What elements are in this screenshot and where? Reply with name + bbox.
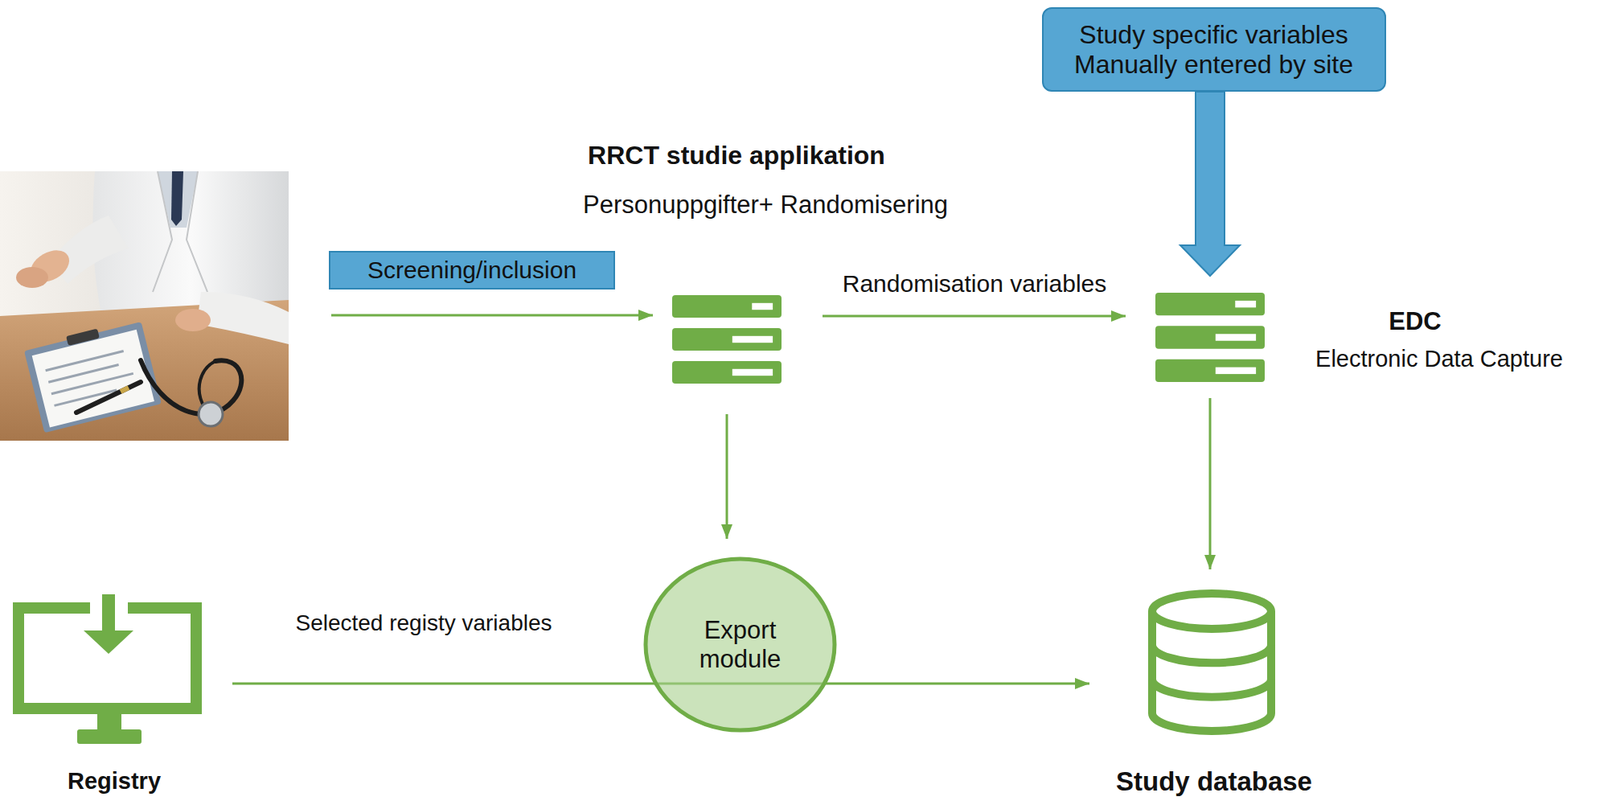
server-bar [672, 328, 782, 351]
server-bar [672, 361, 782, 384]
clipboard-paper [32, 329, 155, 428]
clipboard-clip [65, 328, 100, 346]
server-light [732, 336, 773, 343]
system-title: RRCT studie applikation [587, 140, 886, 171]
step-box: Screening/inclusion [328, 250, 616, 290]
stethoscope-tube [140, 360, 242, 415]
server-icon: RRCT studie applikationPersonuppgifter+ … [672, 295, 782, 384]
system-subtitle: Personuppgifter+ Randomisering [582, 190, 948, 220]
lapel [186, 171, 208, 292]
database-icon: Study database [1148, 589, 1276, 735]
hand [16, 266, 49, 288]
hand [175, 308, 211, 332]
pen [76, 381, 141, 413]
server-icon-shape [672, 295, 782, 384]
server-light [751, 303, 773, 310]
doctor-photo [0, 171, 289, 441]
wall [0, 171, 289, 441]
lapel [152, 171, 173, 292]
system-title: EDC [1388, 307, 1441, 337]
box-text: Screening/inclusion [367, 256, 577, 285]
server-bar [1155, 359, 1265, 382]
server-light [1215, 367, 1256, 374]
clipboard [23, 317, 162, 433]
server-icon-shape [1155, 292, 1265, 382]
system-subtitle: Electronic Data Capture [1315, 345, 1564, 373]
registry-monitor: Registry [12, 594, 202, 745]
circle-text: Export module [680, 615, 801, 673]
flow-arrow [331, 314, 653, 317]
registry-monitor-shape [12, 594, 202, 745]
box-text: Study specific variables Manually entere… [1053, 20, 1375, 80]
db-ring [1152, 644, 1272, 663]
input-box: Study specific variables Manually entere… [1042, 7, 1387, 92]
stethoscope-chestpiece [198, 402, 223, 427]
db-ring [1152, 679, 1272, 698]
server-icon: EDCElectronic Data Capture [1155, 292, 1265, 382]
sleeve [196, 291, 289, 345]
database-icon-shape [1148, 589, 1276, 735]
server-light [1234, 300, 1256, 308]
db-ring [1152, 713, 1272, 731]
edge-label: Selected registy variables [291, 610, 555, 636]
flow-arrow [1209, 397, 1212, 570]
paper-lines [45, 349, 137, 406]
server-bar [672, 295, 782, 318]
db-top [1152, 593, 1272, 629]
flow-arrow [822, 315, 1126, 318]
monitor-base [77, 729, 142, 744]
db-side [1152, 611, 1272, 714]
icon-label: Study database [1115, 766, 1313, 797]
block-arrow [1180, 91, 1240, 276]
server-light [1215, 333, 1256, 341]
server-bar [1155, 292, 1265, 316]
clipboard-board [24, 321, 162, 433]
download-arrow [83, 630, 134, 654]
pen-band [120, 387, 129, 392]
icon-label: Registry [67, 767, 161, 795]
tie [171, 171, 184, 226]
circle-outline [645, 558, 835, 731]
server-light [732, 369, 773, 376]
edge-label: Randomisation variables [839, 270, 1111, 299]
server-bar [1155, 325, 1265, 349]
export-circle: Export module [643, 556, 837, 733]
download-arrow [102, 594, 115, 633]
flow-arrow [726, 414, 729, 539]
